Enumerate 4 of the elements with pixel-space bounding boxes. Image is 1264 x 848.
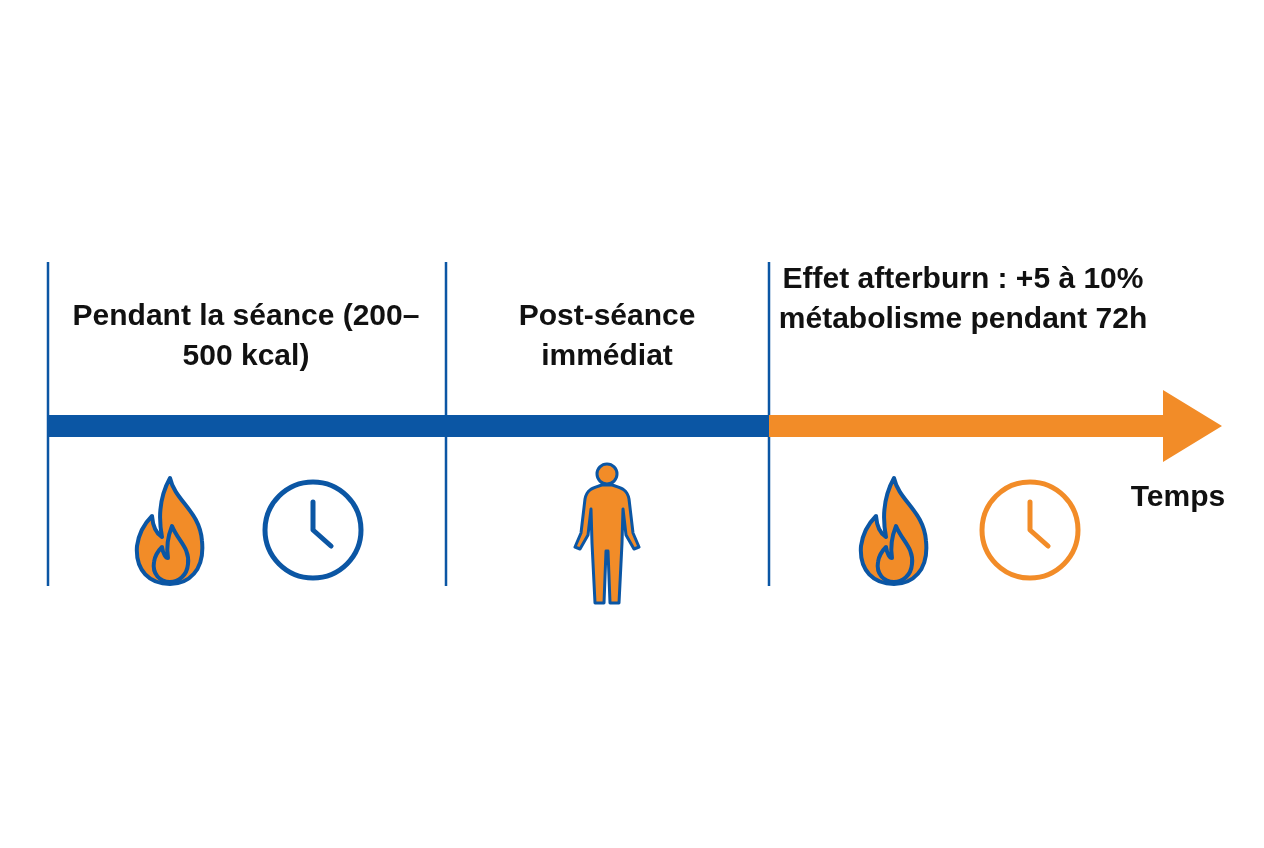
section-heading: Post-séance immédiat bbox=[517, 297, 697, 373]
section-heading: Effet afterburn : +5 à 10% métabolisme pendant 72h bbox=[777, 260, 1149, 336]
section-heading: Pendant la séance (200–500 kcal) bbox=[71, 297, 421, 373]
axis-label: Temps bbox=[1129, 478, 1227, 514]
